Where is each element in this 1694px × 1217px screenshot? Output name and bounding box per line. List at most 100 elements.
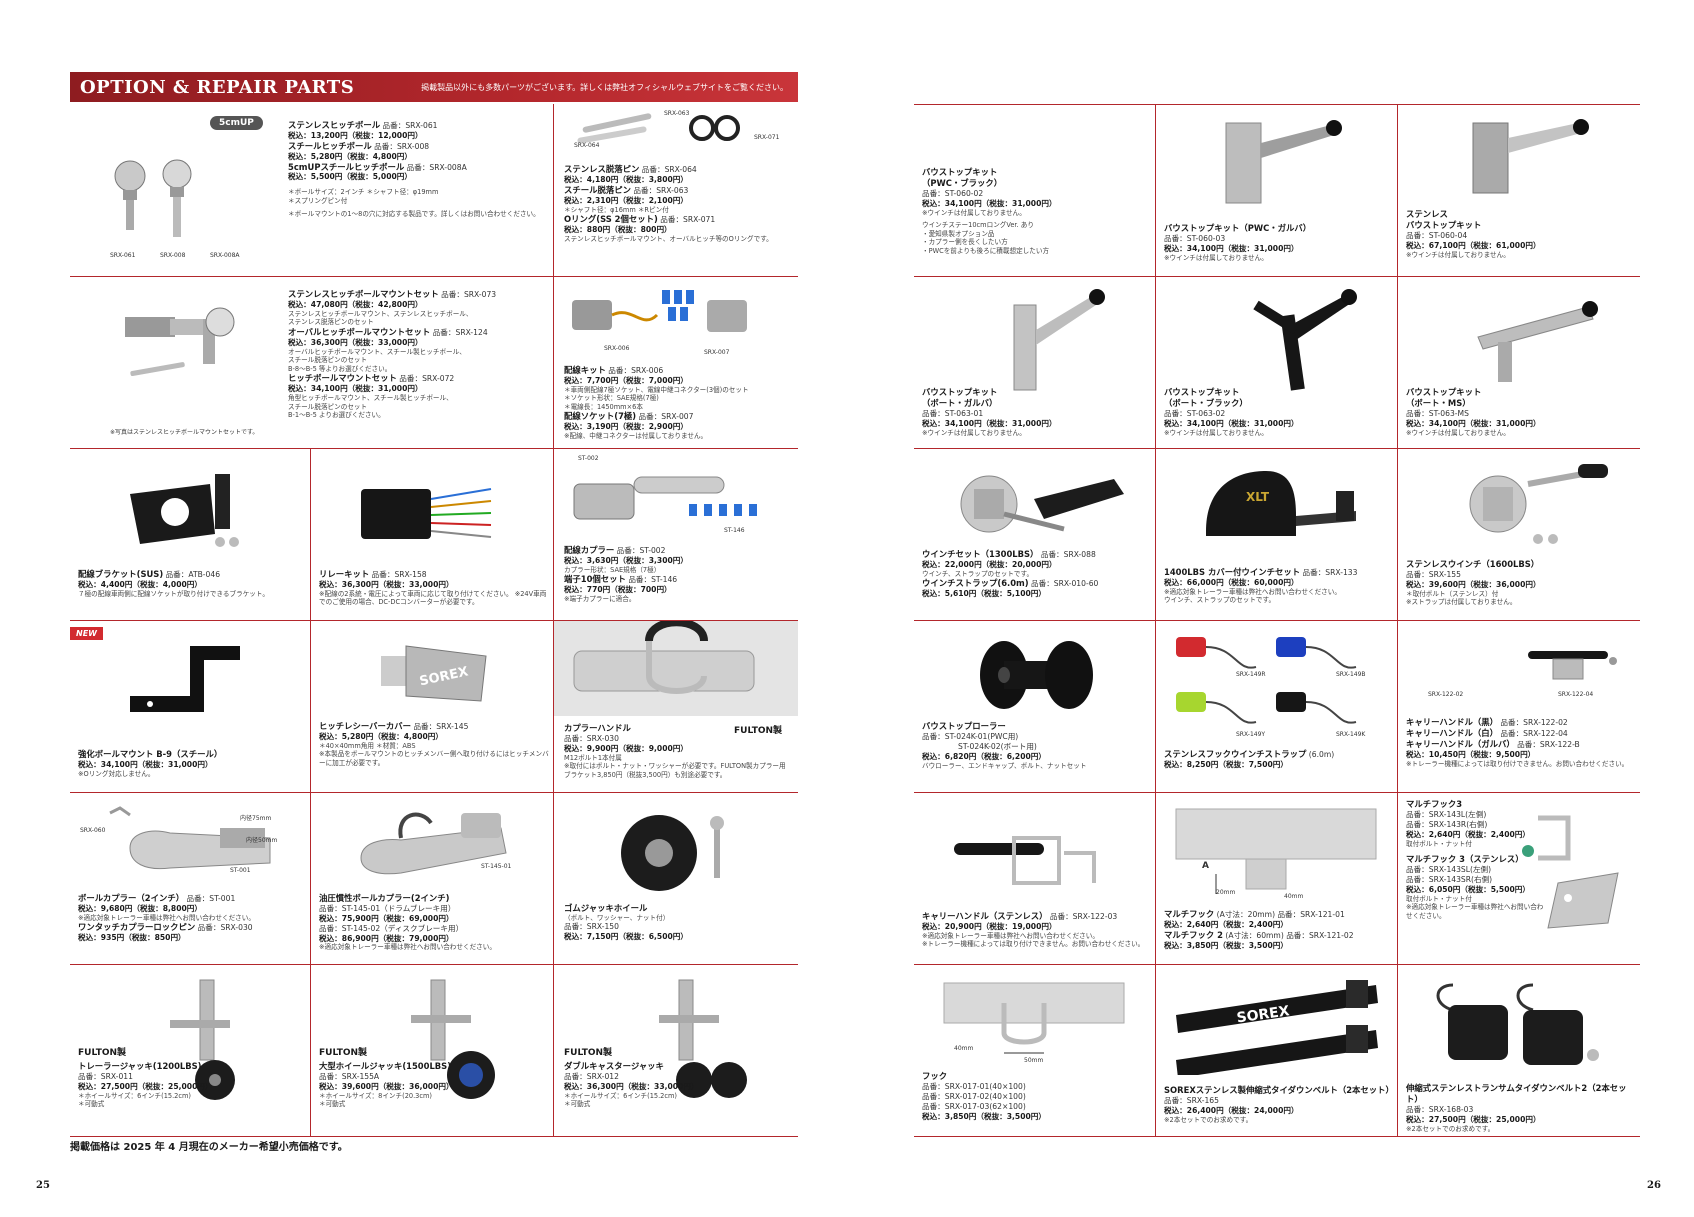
product-cell-tiedown-belt: SOREX SOREXステンレス製伸縮式タイダウンベルト（2本セット） 品番：S… [1156,965,1398,1136]
dimension-label: 40mm [954,1045,974,1052]
brand-label: FULTON製 [564,1048,613,1058]
product-text: ステンレスヒッチボール 品番：SRX-061 税込：13,200円（税抜：12,… [288,120,540,219]
relay-kit-image [361,488,492,539]
dimension-label: A [1202,861,1209,871]
product-text: バウストップキット （PWC・ブラック） 品番：ST-060-02 税込：34,… [922,167,1057,255]
product-cell-receiver-cover: SOREX ヒッチレシーバーカバー 品番：SRX-145 税込：5,280円（税… [311,621,554,792]
bracket-image [130,474,239,547]
receiver-cover-image: SOREX [381,645,487,702]
grid-row: FULTON製 トレーラージャッキ(1200LBS) 品番：SRX-011 税込… [70,965,798,1137]
product-text: バウストップキット （ボート・MS） 品番：ST-063-MS 税込：34,10… [1406,387,1541,437]
product-cell-pins: SRX-063 SRX-071 SRX-064 ステンレス脱落ピン 品番：SRX… [554,104,798,276]
mount-set-image [125,307,235,376]
hook-image [943,982,1125,1054]
grid-row: NEW 強化ボールマウント B-9（スチール） 税込：34,100円（税抜：31… [70,621,798,793]
part-tag: SRX-008A [210,252,240,259]
dimension-label: 内径50mm [246,837,278,844]
product-text: キャリーハンドル（黒） 品番：SRX-122-02 キャリーハンドル（白） 品番… [1406,717,1629,768]
product-text: 伸縮式ステンレストランサムタイダウンベルト2（2本セット） 品番：SRX-168… [1406,1083,1627,1133]
product-text: SOREXステンレス製伸縮式タイダウンベルト（2本セット） 品番：SRX-165… [1164,1085,1394,1124]
product-cell-wiring-kit: SRX-006 SRX-007 配線キット 品番：SRX-006 税込：7,70… [554,277,798,448]
product-text: バウストップキット （ボート・ガルバ） 品番：ST-063-01 税込：34,1… [922,387,1057,437]
badge-5cm: 5cmUP [210,116,263,130]
part-tag: SRX-122-04 [1558,691,1594,698]
part-tag: SRX-061 [110,252,136,259]
product-text: ステンレスヒッチボールマウントセット 品番：SRX-073 税込：47,080円… [288,289,497,420]
dimension-label: 40mm [1284,893,1304,900]
sorex-logo: SOREX [1236,1003,1291,1026]
part-tag: SRX-064 [574,142,600,149]
brand-label: FULTON製 [734,726,783,736]
brand-label: FULTON製 [78,1048,127,1058]
product-cell-stainless-winch: ステンレスウインチ（1600LBS） 品番：SRX-155 税込：39,600円… [1398,449,1640,620]
product-text: 配線ブラケット(SUS) 品番：ATB-046 税込：4,400円（税抜：4,0… [78,569,269,598]
product-text: ステンレス脱落ピン 品番：SRX-064 税込：4,180円（税抜：3,800円… [564,164,773,243]
product-cell-double-caster-jack: FULTON製 ダブルキャスタージャッキ 品番：SRX-012 税込：36,30… [554,965,798,1136]
wiring-kit-image [572,290,747,332]
product-cell-rubber-jack-wheel: ゴムジャッキホイール （ボルト、ワッシャー、ナット付） 品番：SRX-150 税… [554,793,798,964]
bow-stop-image [1477,301,1598,382]
product-text: ステンレス バウストップキット 品番：ST-060-04 税込：67,100円（… [1406,209,1541,259]
product-cell-carry-handle: SRX-122-02 SRX-122-04 キャリーハンドル（黒） 品番：SRX… [1398,621,1640,792]
product-cell-mount-set: ※写真はステンレスヒッチボールマウントセットです。 ステンレスヒッチボールマウン… [70,277,554,448]
hook-strap-image [1176,637,1357,724]
product-caption: ※写真はステンレスヒッチボールマウントセットです。 [110,429,259,436]
dimension-label: 20mm [1216,889,1236,896]
product-cell-large-wheel-jack: FULTON製 大型ホイールジャッキ(1500LBS) 品番：SRX-155A … [311,965,554,1136]
product-cell-multi-hook-3: マルチフック3 品番：SRX-143L(左側) 品番：SRX-143R(右側) … [1398,793,1640,964]
part-tag: ST-145-01 [481,863,512,870]
part-tag: SRX-149K [1336,731,1366,738]
ball-mount-image [130,646,240,712]
part-tag: SRX-006 [604,345,630,352]
product-text: ボールカプラー（2インチ） 品番：ST-001 税込：9,680円（税抜：8,8… [78,893,255,943]
product-cell-coupler-handle: FULTON製 カプラーハンドル 品番：SRX-030 税込：9,900円（税抜… [554,621,798,792]
parts-grid-left: 5cmUP SRX-061 SRX-008 SRX-008A ステンレスヒッチボ… [70,104,798,1137]
dimension-label: 内径75mm [240,815,272,822]
coupler-image [573,476,757,520]
product-text: バウストップローラー 品番：ST-024K-01(PWC用) ST-024K-0… [922,721,1087,770]
product-text: 1400LBS カバー付ウインチセット 品番：SRX-133 税込：66,000… [1164,567,1358,605]
product-cell-hitch-balls: 5cmUP SRX-061 SRX-008 SRX-008A ステンレスヒッチボ… [70,104,554,276]
multi-hook-image [1175,808,1377,894]
bow-stop-image [1253,289,1357,391]
large-wheel-jack-image [411,979,495,1099]
product-cell-relay-kit: リレーキット 品番：SRX-158 税込：36,300円（税抜：33,000円）… [311,449,554,620]
product-cell-covered-winch: XLT 1400LBS カバー付ウインチセット 品番：SRX-133 税込：66… [1156,449,1398,620]
product-text: ステンレスフックウインチストラップ (6.0m) 税込：8,250円（税抜：7,… [1164,749,1335,769]
product-cell-ball-mount-b9: NEW 強化ボールマウント B-9（スチール） 税込：34,100円（税抜：31… [70,621,311,792]
brand-label: FULTON製 [319,1048,368,1058]
product-cell-bracket: 配線ブラケット(SUS) 品番：ATB-046 税込：4,400円（税抜：4,0… [70,449,311,620]
product-cell-trailer-jack: FULTON製 トレーラージャッキ(1200LBS) 品番：SRX-011 税込… [70,965,311,1136]
product-cell-hook-strap: SRX-149R SRX-149B SRX-149Y SRX-149K ステンレ… [1156,621,1398,792]
carry-handle-image [1528,651,1617,680]
grid-row: バウストップキット （PWC・ブラック） 品番：ST-060-02 税込：34,… [914,104,1640,277]
product-text: バウストップキット （ボート・ブラック） 品番：ST-063-02 税込：34,… [1164,387,1299,437]
grid-row: 内径75mm 内径50mm SRX-060 ST-001 ボールカプラー（2イン… [70,793,798,965]
product-cell-transom-tiedown: 伸縮式ステンレストランサムタイダウンベルト2（2本セット） 品番：SRX-168… [1398,965,1640,1136]
part-tag: SRX-071 [754,134,780,141]
product-text: キャリーハンドル（ステンレス） 品番：SRX-122-03 税込：20,900円… [922,911,1145,949]
part-tag: SRX-149Y [1236,731,1266,738]
product-text: ステンレスウインチ（1600LBS） 品番：SRX-155 税込：39,600円… [1406,559,1541,607]
part-tag: SRX-063 [664,110,690,117]
ball-coupler-image [109,806,271,870]
product-text: 油圧慣性ボールカプラー(2インチ) 品番：ST-145-01（ドラムブレーキ用）… [319,893,496,952]
product-cell-bow-stop-pwc-galva: バウストップキット（PWC・ガルバ） 品番：ST-060-03 税込：34,10… [1156,105,1398,276]
covered-winch-image: XLT [1206,471,1356,536]
part-tag: SRX-149R [1236,671,1266,678]
part-tag: ST-001 [230,867,251,874]
grid-row: 5cmUP SRX-061 SRX-008 SRX-008A ステンレスヒッチボ… [70,104,798,277]
product-cell-ball-coupler: 内径75mm 内径50mm SRX-060 ST-001 ボールカプラー（2イン… [70,793,311,964]
product-text: リレーキット 品番：SRX-158 税込：36,300円（税抜：33,000円）… [319,569,547,607]
stainless-winch-image [1469,464,1608,544]
parts-grid-right: バウストップキット （PWC・ブラック） 品番：ST-060-02 税込：34,… [914,104,1640,1137]
product-text: ゴムジャッキホイール （ボルト、ワッシャー、ナット付） 品番：SRX-150 税… [564,903,688,942]
product-text: フック 品番：SRX-017-01(40×100) 品番：SRX-017-02(… [922,1071,1046,1121]
double-caster-jack-image [659,979,747,1098]
bow-stop-image [1225,120,1342,204]
product-text: カプラーハンドル 品番：SRX-030 税込：9,900円（税抜：9,000円）… [564,723,786,779]
product-text: マルチフック3 品番：SRX-143L(左側) 品番：SRX-143R(右側) … [1406,799,1544,920]
product-cell-bow-stop-boat-galva: バウストップキット （ボート・ガルバ） 品番：ST-063-01 税込：34,1… [914,277,1156,448]
product-text: 強化ボールマウント B-9（スチール） 税込：34,100円（税抜：31,000… [78,749,223,778]
jack-wheel-image [621,815,724,891]
